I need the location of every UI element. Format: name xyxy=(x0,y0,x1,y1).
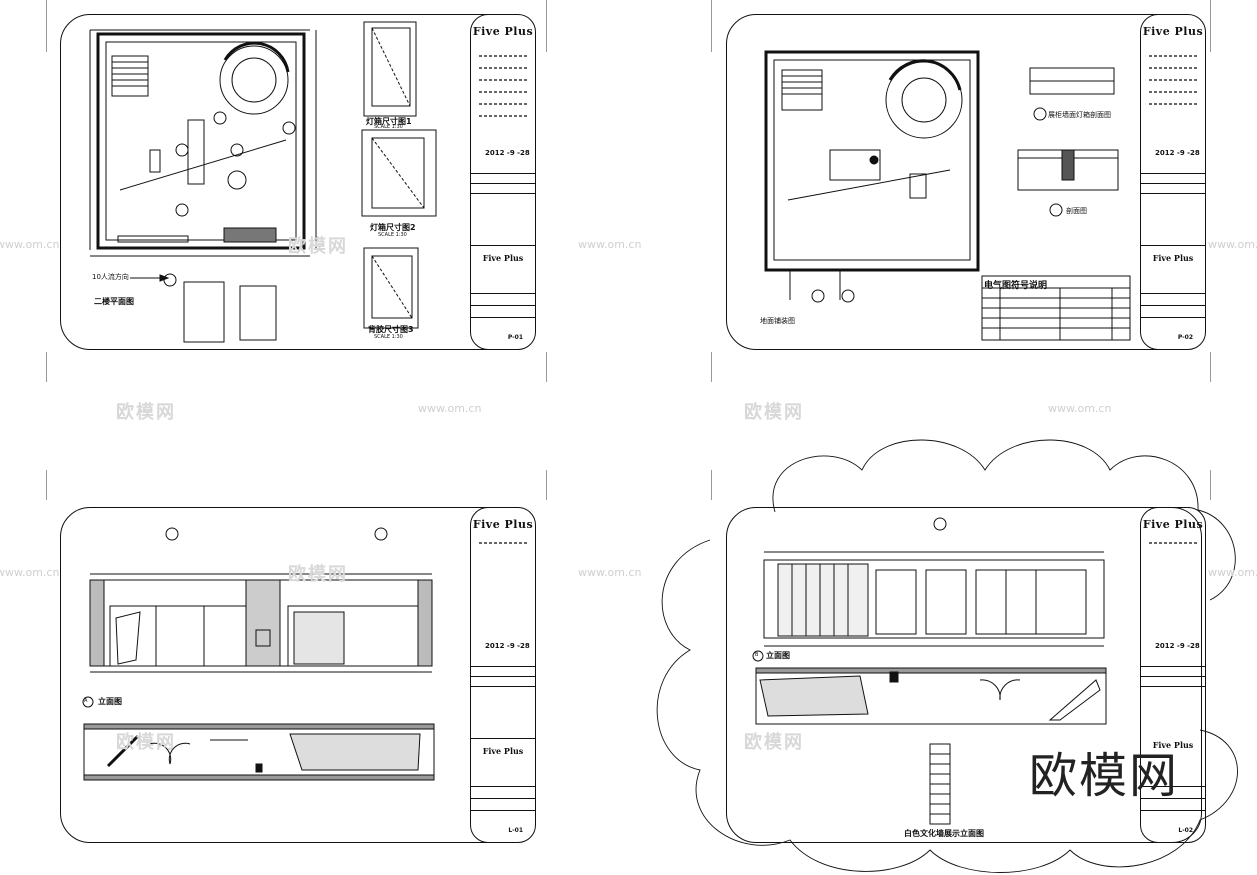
title-block: Five Plus 2012 -9 -28 Five Plus P-02 xyxy=(1140,14,1206,350)
scale-label: SCALE 1:30 xyxy=(378,232,407,238)
back-glue-title: 背胶尺寸图3 xyxy=(368,325,414,334)
crop-mark xyxy=(46,0,47,52)
elevation-title: 立面图 xyxy=(98,697,122,706)
title-block: Five Plus 2012 -9 -28 Five Plus L-01 xyxy=(470,507,536,843)
elevation-title: 立面图 xyxy=(766,651,790,660)
section-2-title: 剖面图 xyxy=(1066,207,1087,215)
brand-name: Five Plus xyxy=(1142,25,1204,38)
elevation-marker: A xyxy=(84,698,88,704)
sheet-floor-plan xyxy=(60,14,536,350)
elevation-marker: B xyxy=(755,652,759,658)
crop-mark xyxy=(46,470,47,500)
watermark-brand: 欧模网 xyxy=(288,564,348,585)
brand-name-small: Five Plus xyxy=(482,253,524,263)
date: 2012 -9 -28 xyxy=(485,149,530,157)
plan-title: 二楼平面图 xyxy=(94,297,134,306)
lamp-box-2-title: 灯箱尺寸图2 xyxy=(370,223,416,232)
crop-mark xyxy=(546,352,547,382)
sheet-code: L-02 xyxy=(1178,827,1193,834)
date: 2012 -9 -28 xyxy=(1155,642,1200,650)
date: 2012 -9 -28 xyxy=(1155,149,1200,157)
date: 2012 -9 -28 xyxy=(485,642,530,650)
sheet-code: P-01 xyxy=(507,334,523,341)
sheet-elevation-a xyxy=(60,507,536,843)
brand-name: Five Plus xyxy=(472,518,534,531)
watermark-site: www.om.cn xyxy=(1048,402,1112,415)
watermark-site: www.om.cn xyxy=(0,566,60,579)
section-1-title: 展柜墙面灯箱剖面图 xyxy=(1048,111,1111,119)
culture-wall-title: 白色文化墙展示立面图 xyxy=(904,829,984,838)
scale-label: SCALE 1:30 xyxy=(374,334,403,340)
crop-mark xyxy=(1210,352,1211,382)
brand-name-small: Five Plus xyxy=(482,746,524,756)
sheet-code: L-01 xyxy=(508,827,523,834)
electrical-legend-title: 电气图符号说明 xyxy=(984,281,1048,291)
watermark-brand: 欧模网 xyxy=(116,732,176,753)
watermark-brand: 欧模网 xyxy=(288,236,348,257)
sheet-paving-plan xyxy=(726,14,1202,350)
title-block: Five Plus 2012 -9 -28 Five Plus L-02 xyxy=(1140,507,1206,843)
crop-mark xyxy=(1210,470,1211,500)
watermark-site: www.om.cn xyxy=(578,566,642,579)
crop-mark xyxy=(546,0,547,52)
sheet-elevation-b xyxy=(726,507,1202,843)
brand-name: Five Plus xyxy=(1142,518,1204,531)
crop-mark xyxy=(711,0,712,52)
watermark-brand: 欧模网 xyxy=(116,402,176,423)
arrow-label: 10人流方向 xyxy=(92,273,129,281)
watermark-site: www.om.cn xyxy=(578,238,642,251)
corner-watermark: 欧模网 xyxy=(1028,748,1179,804)
crop-mark xyxy=(546,470,547,500)
watermark-site: www.om.cn xyxy=(1208,238,1257,251)
watermark-site: www.om.cn xyxy=(0,238,60,251)
lamp-box-1-title: 灯箱尺寸图1 xyxy=(366,117,412,126)
crop-mark xyxy=(711,352,712,382)
scale-label: SCALE 1:30 xyxy=(374,124,403,130)
sheet-code: P-02 xyxy=(1177,334,1193,341)
brand-name: Five Plus xyxy=(472,25,534,38)
watermark-brand: 欧模网 xyxy=(744,402,804,423)
crop-mark xyxy=(46,352,47,382)
brand-name-small: Five Plus xyxy=(1152,253,1194,263)
title-block: Five Plus 2012 -9 -28 Five Plus P-01 xyxy=(470,14,536,350)
crop-mark xyxy=(1210,0,1211,52)
plan-title: 地面铺装图 xyxy=(760,317,795,325)
watermark-site: www.om.cn xyxy=(418,402,482,415)
watermark-site: www.om.cn xyxy=(1208,566,1257,579)
crop-mark xyxy=(711,470,712,500)
watermark-brand: 欧模网 xyxy=(744,732,804,753)
brand-name-small: Five Plus xyxy=(1152,740,1194,750)
